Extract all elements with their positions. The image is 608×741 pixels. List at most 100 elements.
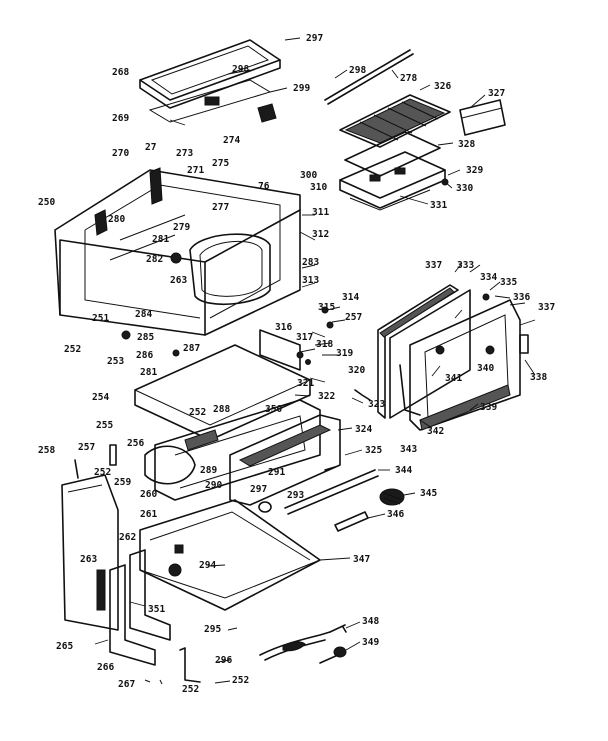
callout-label: 334 [480, 272, 497, 283]
callout-label: 268 [112, 67, 129, 78]
callout-label: 344 [395, 465, 412, 476]
callout-label: 278 [400, 73, 417, 84]
callout-label: 298 [349, 65, 366, 76]
callout-label: 345 [420, 488, 437, 499]
callout-label: 263 [170, 275, 187, 286]
callout-label: 275 [212, 158, 229, 169]
callout-label: 339 [480, 402, 497, 413]
callout-label: 348 [362, 616, 379, 627]
callout-label: 270 [112, 148, 129, 159]
callout-label: 338 [530, 372, 547, 383]
callout-label: 253 [107, 356, 124, 367]
callout-label: 351 [148, 604, 165, 615]
callout-label: 316 [275, 322, 292, 333]
oven-door-assembly [377, 284, 529, 431]
callout-label: 252 [94, 467, 111, 478]
broiler-pan-assembly [339, 131, 446, 211]
callout-label: 256 [127, 438, 144, 449]
callout-label: 298 [232, 64, 249, 75]
callout-label: 350 [265, 404, 282, 415]
callout-label: 76 [258, 181, 270, 192]
callout-label: 250 [38, 197, 55, 208]
callout-label: 269 [112, 113, 129, 124]
callout-label: 314 [342, 292, 359, 303]
callout-label: 261 [140, 509, 157, 520]
oven-body-cabinet [54, 167, 301, 336]
callout-label: 279 [173, 222, 190, 233]
callout-label: 313 [302, 275, 319, 286]
top-cover-assembly [139, 39, 281, 123]
callout-label: 294 [199, 560, 216, 571]
callout-label: 258 [38, 445, 55, 456]
callout-label: 289 [200, 465, 217, 476]
callout-label: 330 [456, 183, 473, 194]
callout-label: 337 [425, 260, 442, 271]
callout-label: 323 [368, 399, 385, 410]
callout-label: 322 [318, 391, 335, 402]
callout-label: 296 [215, 655, 232, 666]
oven-rack-grid [339, 94, 451, 148]
callout-label: 266 [97, 662, 114, 673]
callout-labels: 297 298 268 299 298 278 326 327 269 274 … [38, 33, 555, 695]
callout-label: 255 [96, 420, 113, 431]
callout-label: 341 [445, 373, 462, 384]
callout-label: 325 [365, 445, 382, 456]
callout-label: 336 [513, 292, 530, 303]
callout-label: 271 [187, 165, 204, 176]
callout-label: 326 [434, 81, 451, 92]
callout-label: 311 [312, 207, 329, 218]
callout-label: 333 [457, 260, 474, 271]
callout-label: 327 [488, 88, 505, 99]
bottom-bracket-assembly [96, 549, 201, 683]
callout-label: 280 [108, 214, 125, 225]
callout-label: 315 [318, 302, 335, 313]
lower-drawer-assembly [134, 329, 341, 506]
callout-label: 319 [336, 348, 353, 359]
callout-label: 252 [232, 675, 249, 686]
callout-label: 274 [223, 135, 240, 146]
callout-label: 318 [316, 339, 333, 350]
callout-label: 337 [538, 302, 555, 313]
callout-label: 328 [458, 139, 475, 150]
callout-label: 252 [64, 344, 81, 355]
callout-label: 281 [152, 234, 169, 245]
callout-label: 263 [80, 554, 97, 565]
base-pan [139, 499, 321, 611]
leader-lines [94, 37, 536, 684]
callout-label: 284 [135, 309, 152, 320]
power-cord [259, 624, 347, 664]
callout-label: 259 [114, 477, 131, 488]
callout-label: 312 [312, 229, 329, 240]
callout-label: 285 [137, 332, 154, 343]
callout-label: 291 [268, 467, 285, 478]
callout-label: 349 [362, 637, 379, 648]
knobs-and-switches [258, 488, 405, 513]
callout-label: 281 [140, 367, 157, 378]
callout-label: 300 [300, 170, 317, 181]
callout-label: 257 [78, 442, 95, 453]
callout-label: 310 [310, 182, 327, 193]
callout-label: 290 [205, 480, 222, 491]
callout-label: 320 [348, 365, 365, 376]
callout-label: 293 [287, 490, 304, 501]
callout-label: 277 [212, 202, 229, 213]
top-rail-rod [324, 49, 414, 105]
callout-label: 288 [213, 404, 230, 415]
callout-label: 321 [297, 378, 314, 389]
callout-label: 343 [400, 444, 417, 455]
callout-label: 347 [353, 554, 370, 565]
callout-label: 342 [427, 426, 444, 437]
callout-label: 286 [136, 350, 153, 361]
callout-label: 252 [182, 684, 199, 695]
callout-label: 282 [146, 254, 163, 265]
callout-label: 331 [430, 200, 447, 211]
callout-label: 273 [176, 148, 193, 159]
callout-label: 346 [387, 509, 404, 520]
callout-label: 295 [204, 624, 221, 635]
callout-label: 265 [56, 641, 73, 652]
callout-label: 257 [345, 312, 362, 323]
callout-label: 335 [500, 277, 517, 288]
small-hardware [74, 178, 490, 685]
callout-label: 297 [306, 33, 323, 44]
